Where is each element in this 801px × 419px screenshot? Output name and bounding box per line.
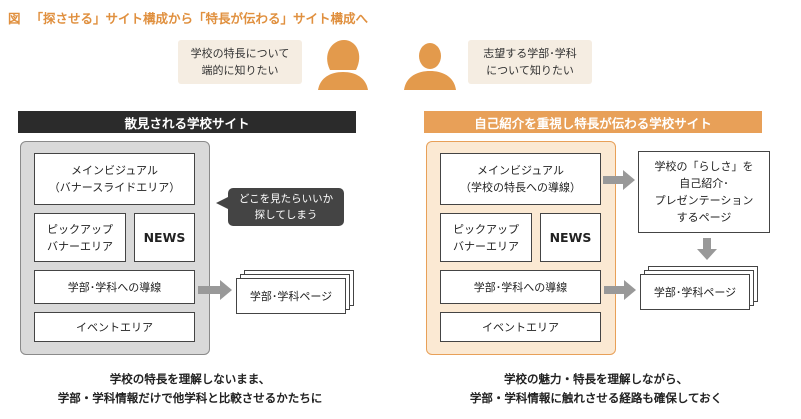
- right-caption-line1: 学校の魅力・特長を理解しながら、: [504, 372, 688, 386]
- person-long-hair-icon: [312, 40, 372, 90]
- right-main-visual-line2: （学校の特長への導線）: [460, 181, 581, 194]
- left-persona-line2: 端的に知りたい: [201, 64, 279, 77]
- left-caption-line2: 学部・学科情報だけで他学科と比較させるかたちに: [57, 391, 323, 405]
- right-dest-page: 学部･学科ページ: [640, 274, 750, 310]
- left-panel-banner: 散見される学校サイト: [18, 111, 356, 133]
- right-panel-banner: 自己紹介を重視し特長が伝わる学校サイト: [424, 111, 762, 133]
- left-pickup-line2: バナーエリア: [47, 239, 113, 253]
- left-main-visual-line2: （バナースライドエリア）: [48, 181, 181, 194]
- self-intro-line4: するページ: [676, 211, 732, 224]
- person-short-hair-icon: [400, 40, 460, 90]
- left-callout-line2: 探してしまう: [254, 209, 318, 221]
- right-arrow-to-self-intro-icon: [603, 170, 635, 190]
- right-persona-line1: 志望する学部･学科: [483, 47, 577, 60]
- down-arrow-icon: [697, 238, 717, 260]
- left-main-visual: メインビジュアル （バナースライドエリア）: [34, 153, 195, 205]
- right-event-area: イベントエリア: [440, 312, 601, 342]
- right-pickup-line1: ピックアップ: [453, 222, 519, 236]
- left-main-visual-line1: メインビジュアル: [71, 164, 158, 177]
- callout-pointer: [216, 196, 230, 210]
- left-caption-line1: 学校の特長を理解しないまま、: [109, 372, 271, 386]
- right-news-box: NEWS: [540, 213, 601, 262]
- right-caption-line2: 学部・学科情報に触れさせる経路も確保しておく: [469, 391, 723, 405]
- right-persona-bubble: 志望する学部･学科 について知りたい: [468, 40, 592, 84]
- left-news-box: NEWS: [134, 213, 195, 262]
- left-persona-line1: 学校の特長について: [190, 47, 290, 60]
- self-intro-line1: 学校の「らしさ」を: [654, 160, 754, 173]
- figure-title: 図「探させる」サイト構成から「特長が伝わる」サイト構成へ: [8, 8, 368, 27]
- right-persona-line2: について知りたい: [486, 64, 574, 77]
- figure-title-text: 「探させる」サイト構成から「特長が伝わる」サイト構成へ: [30, 11, 369, 26]
- left-faculty-nav: 学部･学科への導線: [34, 270, 195, 304]
- left-arrow-icon: [198, 280, 232, 300]
- left-pickup-banner-area: ピックアップ バナーエリア: [34, 213, 126, 262]
- right-caption: 学校の魅力・特長を理解しながら、 学部・学科情報に触れさせる経路も確保しておく: [416, 370, 776, 408]
- left-callout: どこを見たらいいか 探してしまう: [228, 188, 344, 226]
- right-arrow-to-dest-icon: [604, 280, 636, 300]
- left-persona-bubble: 学校の特長について 端的に知りたい: [178, 40, 302, 84]
- right-pickup-banner-area: ピックアップ バナーエリア: [440, 213, 532, 262]
- self-intro-page: 学校の「らしさ」を 自己紹介･ プレゼンテーション するページ: [638, 151, 770, 233]
- figure-label: 図: [8, 11, 21, 26]
- left-caption: 学校の特長を理解しないまま、 学部・学科情報だけで他学科と比較させるかたちに: [10, 370, 370, 408]
- self-intro-line2: 自己紹介･: [679, 177, 729, 190]
- left-callout-line1: どこを見たらいいか: [238, 193, 334, 205]
- left-event-area: イベントエリア: [34, 312, 195, 342]
- right-main-visual-line1: メインビジュアル: [477, 164, 564, 177]
- left-pickup-line1: ピックアップ: [47, 222, 113, 236]
- self-intro-line3: プレゼンテーション: [654, 194, 754, 207]
- right-pickup-line2: バナーエリア: [453, 239, 519, 253]
- left-dest-page: 学部･学科ページ: [236, 278, 346, 314]
- right-main-visual: メインビジュアル （学校の特長への導線）: [440, 153, 601, 205]
- right-faculty-nav: 学部･学科への導線: [440, 270, 601, 304]
